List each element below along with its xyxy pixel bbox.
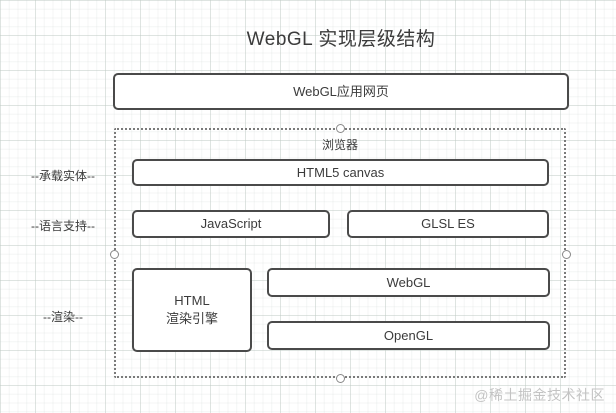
- connection-handle-top-icon: [336, 124, 345, 133]
- node-html-render-engine-line1: HTML: [174, 293, 210, 309]
- node-opengl: OpenGL: [267, 321, 550, 350]
- row-label-language-support: --语言支持--: [31, 219, 95, 233]
- node-webgl-app-page: WebGL应用网页: [113, 73, 569, 110]
- node-webgl: WebGL: [267, 268, 550, 297]
- connection-handle-bottom-icon: [336, 374, 345, 383]
- diagram-title: WebGL 实现层级结构: [246, 29, 436, 50]
- connection-handle-left-icon: [110, 250, 119, 259]
- connection-handle-right-icon: [562, 250, 571, 259]
- watermark-juejin-community: @稀土掘金技术社区: [474, 387, 605, 403]
- row-label-carrier-entity: --承载实体--: [31, 169, 95, 183]
- node-javascript: JavaScript: [132, 210, 330, 238]
- node-html-render-engine: HTML 渲染引擎: [132, 268, 252, 352]
- row-label-render: --渲染--: [43, 310, 83, 324]
- browser-group-label: 浏览器: [321, 138, 358, 152]
- node-html5-canvas: HTML5 canvas: [132, 159, 549, 186]
- node-html-render-engine-line2: 渲染引擎: [165, 311, 218, 326]
- node-glsl-es: GLSL ES: [347, 210, 549, 238]
